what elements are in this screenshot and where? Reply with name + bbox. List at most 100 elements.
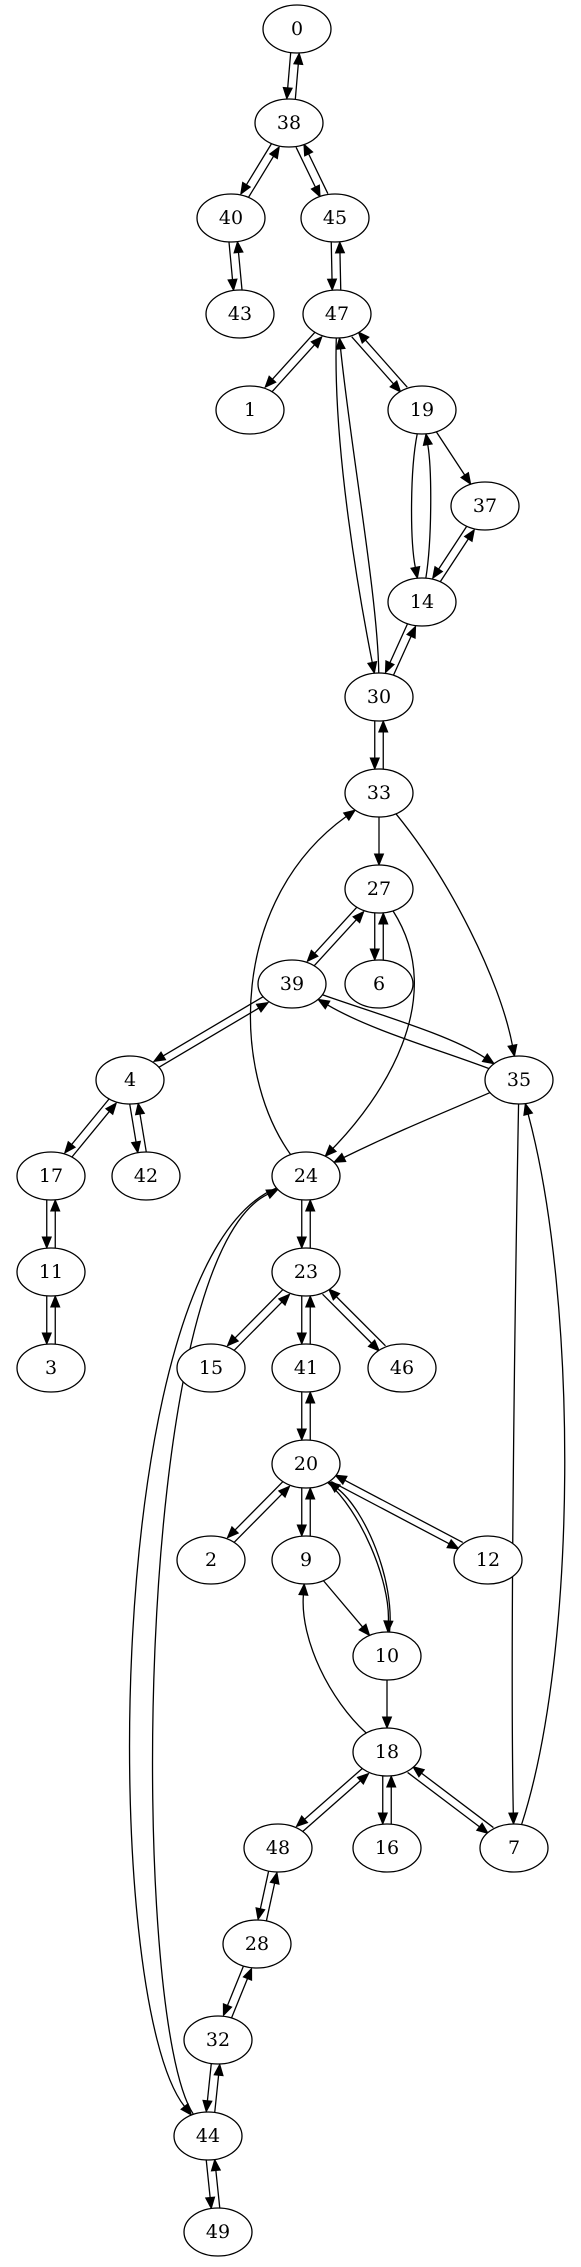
node-label: 49: [206, 2221, 230, 2243]
edge-line: [70, 1111, 110, 1159]
arrowhead-icon: [327, 1288, 341, 1301]
arrowhead-icon: [422, 432, 434, 447]
arrowhead-icon: [202, 2099, 213, 2114]
arrowhead-icon: [295, 1814, 309, 1828]
edge-line: [230, 1978, 249, 2019]
edge-line: [322, 1293, 372, 1344]
edge-line: [343, 1091, 491, 1159]
node-0: 0: [262, 4, 332, 54]
arrowhead-icon: [334, 1474, 348, 1486]
node-14: 14: [387, 577, 457, 627]
edge-line: [435, 431, 466, 476]
arrowhead-icon: [264, 375, 277, 389]
arrowhead-icon: [431, 565, 444, 580]
node-35: 35: [484, 1055, 554, 1105]
edge-39-to-35: [322, 994, 496, 1065]
edge-27-to-24: [324, 910, 415, 1158]
arrowhead-icon: [367, 1339, 381, 1352]
node-label: 15: [199, 1357, 223, 1379]
arrowhead-icon: [446, 1538, 460, 1550]
node-41: 41: [271, 1343, 341, 1393]
edge-line: [265, 1883, 276, 1922]
node-label: 6: [373, 973, 385, 995]
edge-line: [226, 1965, 245, 2006]
node-ellipse: [16, 1343, 86, 1393]
edge-23-to-15: [226, 1288, 284, 1347]
node-30: 30: [344, 672, 414, 722]
edge-line: [407, 1771, 480, 1828]
edge-7-to-35: [520, 1102, 566, 1825]
node-ellipse: [352, 1727, 422, 1777]
node-7: 7: [479, 1823, 549, 1873]
arrowhead-icon: [296, 1332, 307, 1346]
node-37: 37: [450, 481, 520, 531]
edge-37-to-14: [431, 525, 468, 580]
node-label: 3: [45, 1357, 57, 1379]
arrowhead-icon: [523, 1102, 534, 1117]
edge-20-to-9: [296, 1487, 307, 1538]
edge-line: [335, 337, 373, 663]
edge-7-to-18: [411, 1765, 494, 1829]
node-49: 49: [183, 2207, 253, 2257]
arrowhead-icon: [296, 1524, 307, 1538]
node-label: 39: [280, 973, 304, 995]
edge-16-to-18: [386, 1774, 397, 1825]
edge-42-to-4: [134, 1101, 147, 1152]
node-ellipse: [243, 1823, 313, 1873]
edge-39-to-27: [313, 910, 365, 967]
node-label: 20: [294, 1453, 318, 1475]
node-ellipse: [271, 1151, 341, 1201]
edge-4-to-17: [63, 1097, 111, 1154]
arrowhead-icon: [277, 1485, 291, 1499]
arrowhead-icon: [104, 1102, 118, 1116]
node-32: 32: [183, 2015, 253, 2065]
node-ellipse: [254, 98, 324, 148]
edge-30-to-33: [369, 720, 380, 771]
node-label: 0: [291, 18, 303, 40]
node-ellipse: [222, 1919, 292, 1969]
arrowhead-icon: [410, 565, 421, 580]
node-label: 28: [245, 1933, 269, 1955]
edge-9-to-10: [322, 1580, 371, 1637]
edge-47-to-30: [335, 337, 378, 675]
node-label: 12: [476, 1549, 500, 1571]
arrowhead-icon: [296, 1236, 307, 1250]
arrowhead-icon: [377, 1812, 388, 1826]
edge-line: [151, 1193, 269, 2115]
arrowhead-icon: [303, 142, 314, 157]
edge-line: [314, 906, 358, 954]
edge-24-to-23: [296, 1199, 307, 1250]
node-ellipse: [173, 2111, 243, 2161]
arrowhead-icon: [305, 1486, 316, 1500]
node-33: 33: [344, 768, 414, 818]
edge-33-to-35: [395, 813, 518, 1058]
edge-line: [330, 1480, 450, 1545]
arrowhead-icon: [226, 1525, 240, 1539]
edge-30-to-14: [392, 625, 417, 676]
node-label: 11: [39, 1261, 63, 1283]
edge-line: [205, 2160, 211, 2198]
arrowhead-icon: [226, 1333, 240, 1347]
edge-line: [228, 242, 234, 280]
edge-18-to-7: [407, 1771, 490, 1835]
edge-18-to-9: [298, 1582, 367, 1734]
node-ellipse: [16, 1247, 86, 1297]
node-label: 47: [325, 303, 349, 325]
node-label: 16: [375, 1837, 399, 1859]
node-label: 42: [134, 1165, 158, 1187]
node-ellipse: [111, 1151, 181, 1201]
edge-33-to-27: [373, 817, 385, 867]
node-4: 4: [95, 1055, 165, 1105]
edge-line: [322, 994, 486, 1059]
edge-18-to-48: [295, 1767, 364, 1828]
edge-27-to-39: [306, 906, 358, 963]
edge-40-to-43: [227, 242, 238, 292]
node-40: 40: [196, 193, 266, 243]
node-1: 1: [215, 385, 285, 435]
arrowhead-icon: [265, 1188, 280, 1200]
edge-line: [71, 1097, 111, 1145]
edge-line: [337, 1488, 391, 1633]
node-ellipse: [453, 1535, 523, 1585]
